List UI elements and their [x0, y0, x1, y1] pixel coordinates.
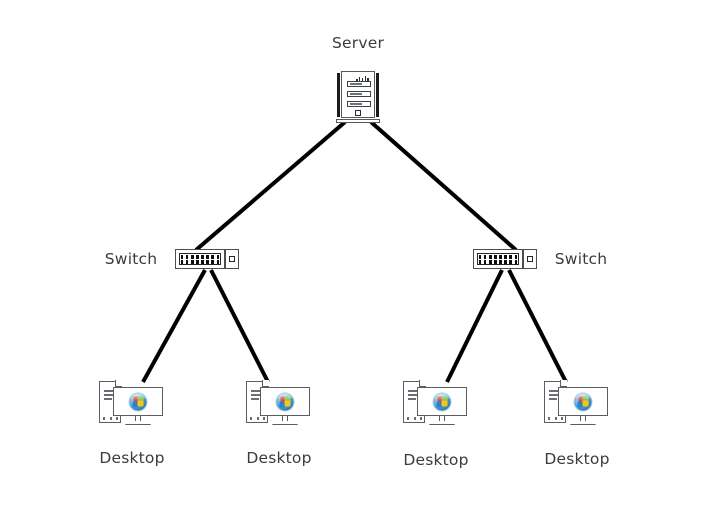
- switch-status-area: [524, 256, 536, 262]
- switch-port-array: [179, 253, 221, 265]
- switch-port-array: [477, 253, 519, 265]
- edge-server-to-switch-left: [194, 120, 347, 252]
- windows-orb-icon: [433, 393, 451, 410]
- label-desktop-3: Desktop: [403, 451, 469, 469]
- node-server[interactable]: [336, 71, 380, 123]
- windows-orb-icon: [574, 393, 592, 410]
- monitor-stand-neck: [580, 416, 586, 421]
- desktop-tower-slots: [251, 390, 262, 403]
- server-power-led-icon: [355, 110, 361, 116]
- node-desktop-3[interactable]: [403, 378, 469, 428]
- desktop-tower-corner: [559, 380, 567, 388]
- node-desktop-4[interactable]: [544, 378, 610, 428]
- server-drive-bay: [347, 91, 371, 97]
- switch-divider: [224, 250, 226, 268]
- edge-switch-left-to-desktop-2: [209, 269, 270, 383]
- desktop-monitor: [260, 387, 310, 416]
- switch-status-led-icon: [228, 256, 235, 262]
- server-drive-bay: [347, 101, 371, 107]
- label-switch-left: Switch: [104, 250, 158, 268]
- desktop-computer-icon: [99, 378, 165, 428]
- desktop-tower-feet: [103, 417, 118, 420]
- desktop-tower-corner: [418, 380, 426, 388]
- switch-status-area: [226, 256, 238, 262]
- desktop-computer-icon: [403, 378, 469, 428]
- desktop-tower-feet: [548, 417, 563, 420]
- edge-switch-left-to-desktop-1: [141, 269, 207, 383]
- node-switch-right[interactable]: [473, 249, 537, 269]
- server-side-panel-right: [376, 73, 379, 117]
- node-switch-left[interactable]: [175, 249, 239, 269]
- edge-switch-right-to-desktop-4: [507, 269, 568, 383]
- server-chassis: [341, 71, 375, 118]
- desktop-computer-icon: [544, 378, 610, 428]
- windows-orb-icon: [276, 393, 294, 410]
- switch-status-led-icon: [526, 256, 533, 262]
- desktop-tower-slots: [408, 390, 419, 403]
- server-tower-icon: [336, 71, 380, 123]
- label-server: Server: [331, 34, 385, 52]
- monitor-stand-neck: [135, 416, 141, 421]
- node-desktop-2[interactable]: [246, 378, 312, 428]
- label-switch-right: Switch: [554, 250, 608, 268]
- monitor-stand-neck: [282, 416, 288, 421]
- server-drive-bay: [347, 81, 371, 87]
- node-desktop-1[interactable]: [99, 378, 165, 428]
- label-desktop-4: Desktop: [544, 450, 610, 468]
- desktop-tower-slots: [104, 390, 115, 403]
- desktop-monitor: [417, 387, 467, 416]
- server-vents-icon: [356, 75, 369, 81]
- server-base: [336, 119, 380, 123]
- switch-divider: [522, 250, 524, 268]
- windows-orb-icon: [129, 393, 147, 410]
- monitor-stand-neck: [439, 416, 445, 421]
- desktop-monitor: [113, 387, 163, 416]
- desktop-tower-corner: [114, 380, 122, 388]
- desktop-tower-feet: [407, 417, 422, 420]
- desktop-monitor: [558, 387, 608, 416]
- server-side-panel-left: [337, 73, 340, 117]
- desktop-tower-corner: [261, 380, 269, 388]
- network-switch-icon: [175, 249, 239, 269]
- label-desktop-1: Desktop: [99, 449, 165, 467]
- desktop-tower-slots: [549, 390, 560, 403]
- edge-server-to-switch-right: [369, 120, 518, 252]
- network-switch-icon: [473, 249, 537, 269]
- desktop-tower-feet: [250, 417, 265, 420]
- label-desktop-2: Desktop: [246, 449, 312, 467]
- desktop-computer-icon: [246, 378, 312, 428]
- edge-switch-right-to-desktop-3: [445, 269, 504, 383]
